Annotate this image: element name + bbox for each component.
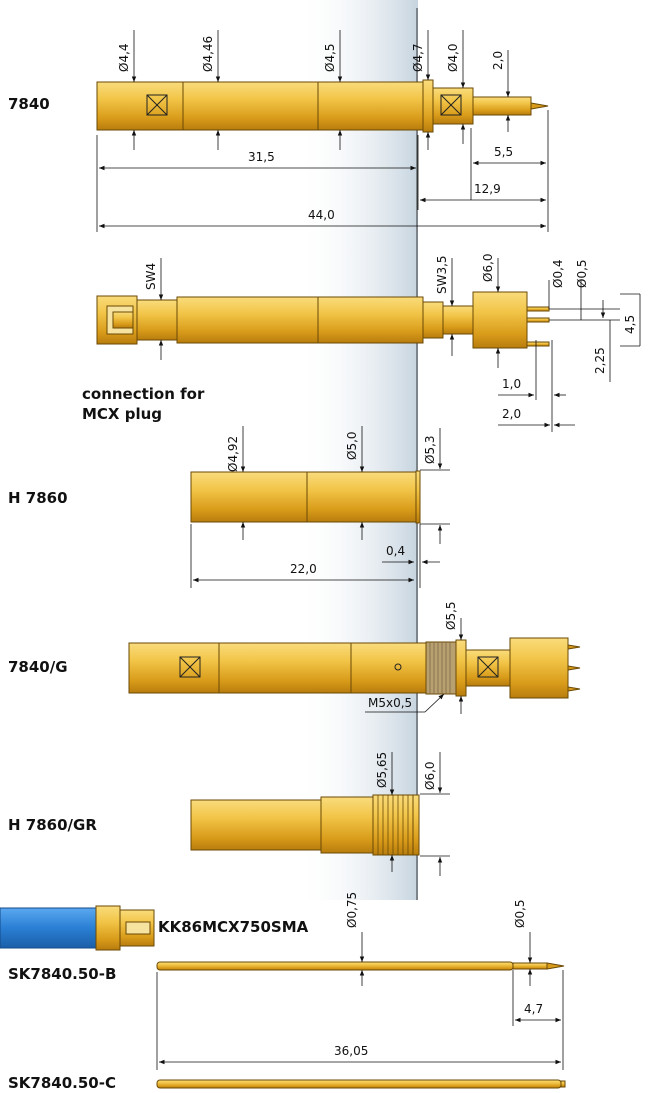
dim-len04: 0,4	[386, 544, 405, 558]
label-sk7840-50-c: SK7840.50-C	[8, 1074, 116, 1092]
part-h7860gr	[190, 794, 420, 856]
dim-len315: 31,5	[248, 150, 275, 164]
dim-len20a: 2,0	[491, 51, 505, 70]
dim-d45: Ø4,5	[323, 43, 337, 72]
part-h7860	[190, 470, 421, 524]
dim-labels-mcx: SW4 SW3,5 Ø6,0 Ø0,4 Ø0,5 4,5 2,25 1,0 2,…	[144, 253, 637, 421]
label-h7860: H 7860	[8, 489, 68, 507]
dim-d04: Ø0,4	[551, 259, 565, 288]
dim-labels-7840: Ø4,4 Ø4,46 Ø4,5 Ø4,7 Ø4,0 2,0 31,5 5,5 1…	[117, 36, 513, 222]
dim-labels-sk7840-50-b: Ø0,75 Ø0,5 4,7 36,05	[334, 892, 543, 1058]
dim-d50: Ø5,0	[345, 431, 359, 460]
dim-len3605: 36,05	[334, 1044, 368, 1058]
dims-7840	[96, 30, 549, 232]
dims-mcx	[158, 258, 641, 432]
dims-sk7840-50-b	[156, 932, 564, 1070]
label-connection-for: connection for	[82, 385, 205, 403]
dim-labels-h7860: Ø4,92 Ø5,0 Ø5,3 0,4 22,0	[226, 431, 437, 576]
part-sk7840-50-c	[156, 1079, 566, 1089]
dim-d446: Ø4,46	[201, 36, 215, 72]
dim-len10: 1,0	[502, 377, 521, 391]
dim-len220: 22,0	[290, 562, 317, 576]
dim-d05a: Ø0,5	[575, 259, 589, 288]
dim-len45: 4,5	[623, 315, 637, 334]
dim-len225: 2,25	[593, 347, 607, 374]
dim-len129: 12,9	[474, 182, 501, 196]
dim-d075: Ø0,75	[345, 892, 359, 928]
label-kk86mcx750sma: KK86MCX750SMA	[158, 918, 309, 936]
dim-labels-h7860gr: Ø5,65 Ø6,0	[375, 752, 437, 790]
part-sk7840-50-b	[156, 961, 565, 971]
knurl-lines	[377, 795, 409, 855]
label-mcx-plug: MCX plug	[82, 405, 163, 423]
dim-d44: Ø4,4	[117, 43, 131, 72]
dims-7840g	[365, 618, 464, 714]
square-mark-icon	[146, 94, 168, 116]
dim-d40: Ø4,0	[446, 43, 460, 72]
dim-d492: Ø4,92	[226, 436, 240, 472]
thread-lines	[429, 642, 451, 694]
dim-len440: 44,0	[308, 208, 335, 222]
dims-h7860	[190, 426, 450, 588]
dim-d55: Ø5,5	[444, 601, 458, 630]
dim-d47: Ø4,7	[411, 43, 425, 72]
part-mcx-connection	[96, 291, 550, 349]
label-sk7840-50-b: SK7840.50-B	[8, 965, 117, 983]
dim-labels-7840g: Ø5,5 M5x0,5	[368, 601, 458, 710]
part-kk86-cable	[0, 905, 155, 951]
dim-len55: 5,5	[494, 145, 513, 159]
part-7840	[96, 79, 549, 133]
dim-len47: 4,7	[524, 1002, 543, 1016]
part-7840g	[128, 637, 581, 699]
panel-shading	[296, 0, 418, 900]
dim-sw4: SW4	[144, 263, 158, 290]
label-7840g: 7840/G	[8, 658, 68, 676]
label-7840: 7840	[8, 95, 50, 113]
dim-d05b: Ø0,5	[513, 899, 527, 928]
dim-len20b: 2,0	[502, 407, 521, 421]
label-h7860gr: H 7860/GR	[8, 816, 97, 834]
dim-sw35: SW3,5	[435, 255, 449, 294]
dim-d565: Ø5,65	[375, 752, 389, 788]
dim-d60b: Ø6,0	[423, 761, 437, 790]
dim-d60a: Ø6,0	[481, 253, 495, 282]
dim-m5: M5x0,5	[368, 696, 412, 710]
dim-d53: Ø5,3	[423, 435, 437, 464]
dims-h7860gr	[389, 752, 450, 876]
